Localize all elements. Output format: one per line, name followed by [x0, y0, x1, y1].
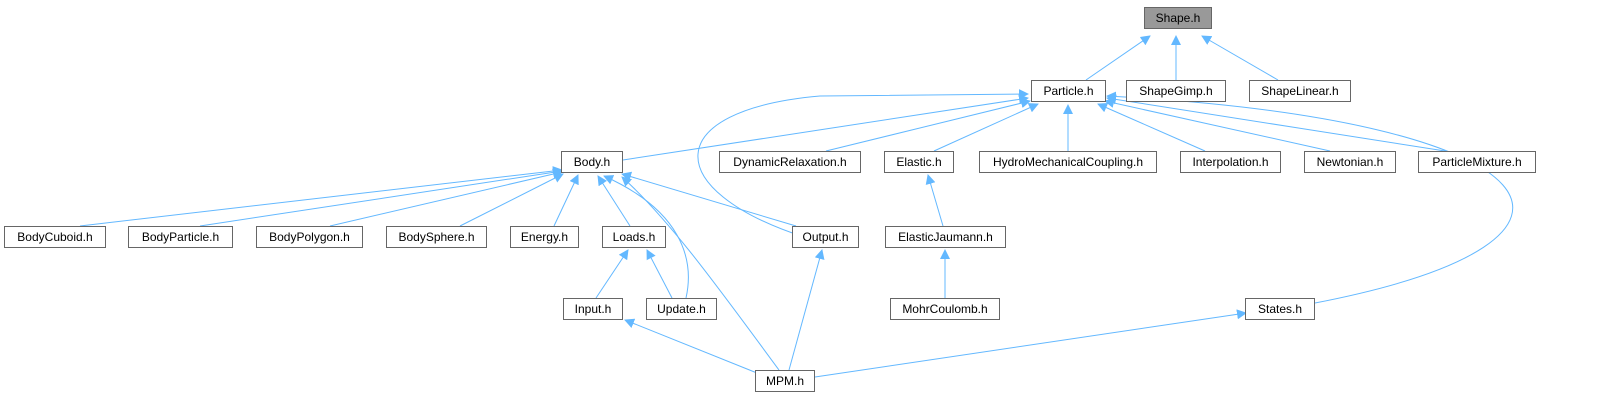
node-particlemixture-h[interactable]: ParticleMixture.h — [1418, 151, 1536, 173]
node-mohrcoulomb-h[interactable]: MohrCoulomb.h — [890, 298, 1000, 320]
edge-body-to-bodyparticle — [199, 167, 563, 227]
edge-shape-to-shapelinear — [1201, 35, 1279, 81]
node-shapelinear-h[interactable]: ShapeLinear.h — [1249, 80, 1351, 102]
node-bodyparticle-h[interactable]: BodyParticle.h — [128, 226, 233, 248]
node-interpolation-h[interactable]: Interpolation.h — [1180, 151, 1281, 173]
edge-body-to-output — [621, 171, 797, 227]
node-output-h[interactable]: Output.h — [792, 226, 859, 248]
node-elasticjaumann-h[interactable]: ElasticJaumann.h — [885, 226, 1006, 248]
node-shape-h: Shape.h — [1144, 7, 1212, 29]
node-loads-h[interactable]: Loads.h — [602, 226, 666, 248]
node-bodycuboid-h[interactable]: BodyCuboid.h — [4, 226, 106, 248]
node-newtonian-h[interactable]: Newtonian.h — [1304, 151, 1396, 173]
node-shapegimp-h[interactable]: ShapeGimp.h — [1126, 80, 1226, 102]
edge-body-to-bodypolygon — [329, 169, 563, 227]
edge-input-to-mpm — [624, 318, 758, 374]
edge-output-to-mpm — [788, 249, 825, 371]
edge-shape-to-particle — [1085, 35, 1151, 81]
edge-particle-to-interpolation — [1097, 103, 1206, 152]
edge-particle-to-particlemixture — [1106, 94, 1446, 152]
edge-loads-to-update — [646, 249, 673, 299]
edge-particle-to-body — [622, 94, 1029, 161]
node-bodysphere-h[interactable]: BodySphere.h — [386, 226, 487, 248]
node-bodypolygon-h[interactable]: BodyPolygon.h — [256, 226, 363, 248]
node-energy-h[interactable]: Energy.h — [510, 226, 579, 248]
edge-body-to-bodycuboid — [79, 166, 563, 227]
edge-states-to-mpm — [814, 309, 1247, 378]
node-elastic-h[interactable]: Elastic.h — [884, 151, 954, 173]
edge-loads-to-input — [595, 249, 629, 299]
edge-particle-to-output — [697, 89, 1029, 238]
edge-particle-to-states — [1106, 91, 1514, 304]
node-particle-h[interactable]: Particle.h — [1031, 80, 1106, 102]
node-hydromechanicalcoupling-h[interactable]: HydroMechanicalCoupling.h — [979, 151, 1157, 173]
edge-particle-to-newtonian — [1104, 98, 1331, 152]
edge-particle-to-elastic — [933, 103, 1039, 152]
node-mpm-h[interactable]: MPM.h — [755, 370, 815, 392]
node-input-h[interactable]: Input.h — [563, 298, 623, 320]
node-dynamicrelaxation-h[interactable]: DynamicRelaxation.h — [719, 151, 861, 173]
edge-body-to-bodysphere — [459, 173, 564, 227]
node-body-h[interactable]: Body.h — [561, 151, 623, 173]
edge-body-to-loads — [597, 175, 631, 227]
edge-body-to-energy — [553, 174, 579, 227]
edge-particle-to-dynamicrelaxation — [825, 98, 1031, 152]
edge-elastic-to-elasticjaumann — [925, 174, 944, 227]
edge-body-to-mpm — [621, 176, 780, 371]
node-update-h[interactable]: Update.h — [646, 298, 717, 320]
node-states-h[interactable]: States.h — [1245, 298, 1315, 320]
